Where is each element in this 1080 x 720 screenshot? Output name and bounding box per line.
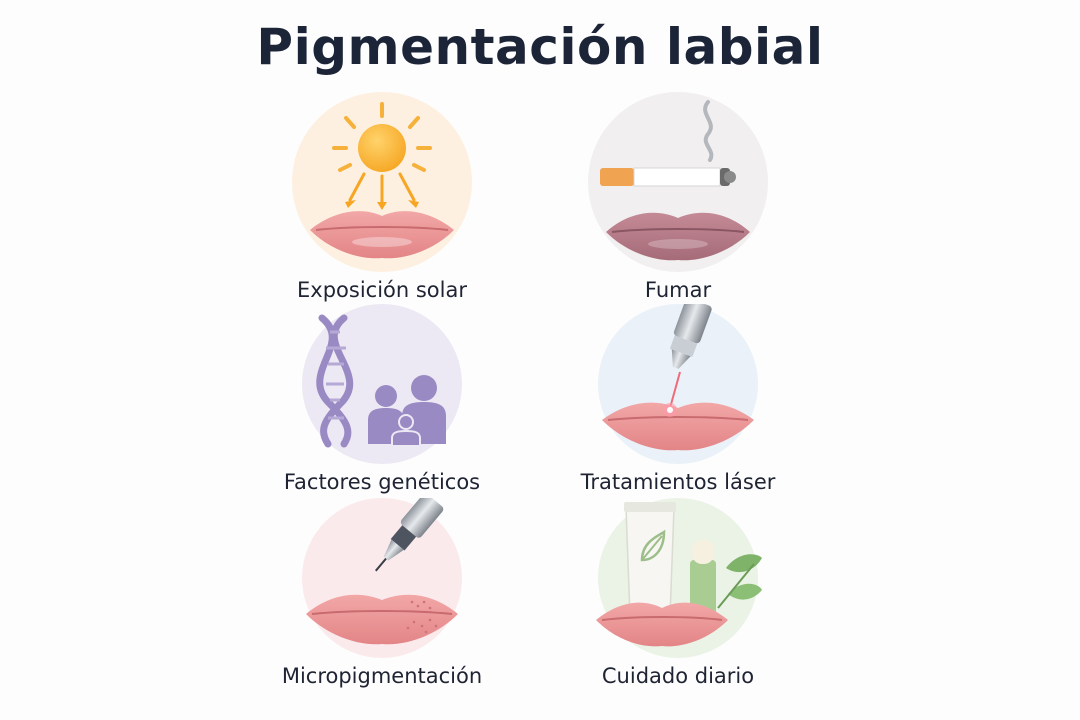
label-factores-geneticos: Factores genéticos: [283, 470, 481, 494]
cigarette-lips-icon: [588, 92, 768, 272]
label-exposicion-solar: Exposición solar: [297, 278, 467, 302]
label-fumar: Fumar: [644, 278, 712, 302]
card-factores-geneticos: Factores genéticos: [252, 304, 512, 494]
page-title: Pigmentación labial: [256, 18, 824, 76]
laser-lips-icon: [598, 304, 758, 464]
card-micropigmentacion: Micropigmentación: [252, 498, 512, 688]
card-cuidado-diario: Cuidado diario: [548, 498, 808, 688]
card-tratamientos-laser: Tratamientos láser: [548, 304, 808, 494]
label-micropigmentacion: Micropigmentación: [281, 664, 483, 688]
label-tratamientos-laser: Tratamientos láser: [580, 470, 776, 494]
sun-lips-icon: [292, 92, 472, 272]
lip-care-products-icon: [596, 498, 762, 658]
micropigmentation-pen-icon: [302, 498, 462, 658]
card-exposicion-solar: Exposición solar: [252, 92, 512, 302]
dna-family-icon: [302, 304, 462, 464]
label-cuidado-diario: Cuidado diario: [601, 664, 755, 688]
card-fumar: Fumar: [548, 92, 808, 302]
